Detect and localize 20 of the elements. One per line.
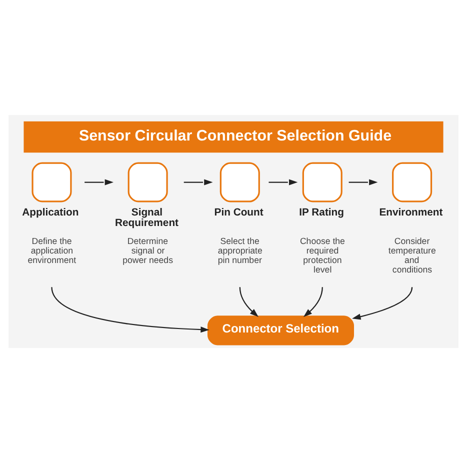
- node-label: Choose the required protection level: [300, 235, 345, 274]
- arrow: [352, 286, 413, 320]
- diagram-title: Sensor Circular Connector Selection Guide: [78, 126, 392, 144]
- arrow: [303, 286, 323, 317]
- arrow: [268, 178, 298, 185]
- node-label: Select the appropriate pin number: [218, 235, 262, 264]
- arrow: [51, 286, 210, 332]
- node-label: Signal Requirement: [115, 206, 179, 228]
- node-label: Environment: [379, 206, 443, 218]
- arrow: [84, 178, 114, 185]
- node-box: Connector Selection: [207, 315, 354, 345]
- arrow: [348, 178, 378, 185]
- node-label: Pin Count: [214, 206, 264, 218]
- node-label: Consider temperature and conditions: [388, 235, 436, 274]
- node-label: IP Rating: [299, 206, 344, 218]
- node-label: Application: [22, 206, 79, 218]
- arrow: [239, 286, 258, 316]
- node-label: Determine signal or power needs: [122, 235, 173, 264]
- node-label: Define the application environment: [28, 235, 76, 264]
- arrow: [184, 178, 213, 185]
